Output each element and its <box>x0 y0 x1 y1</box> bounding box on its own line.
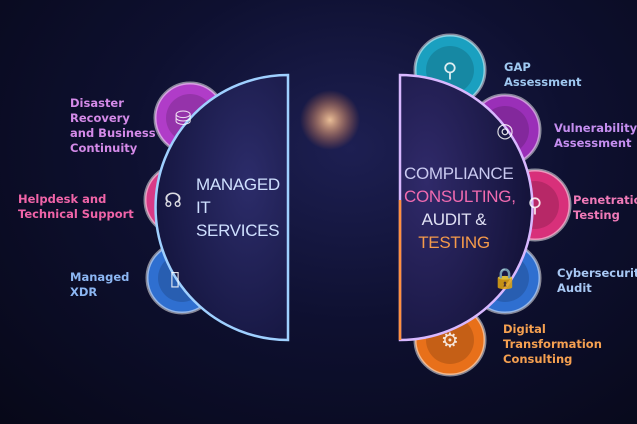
devices-icon: ▯ <box>169 266 181 290</box>
database-sync-icon: ⛁ <box>174 106 192 130</box>
service-label-line: Recovery <box>70 111 130 125</box>
hub-line: MANAGED <box>196 175 280 194</box>
service-label-line: Disaster <box>70 96 124 110</box>
service-label-line: Continuity <box>70 141 138 155</box>
service-label-line: Vulnerability <box>554 121 637 135</box>
service-label-line: Testing <box>573 208 620 222</box>
service-label-line: Cybersecurity <box>557 266 637 280</box>
hub-line: SERVICES <box>196 221 280 240</box>
hub-line: AUDIT & <box>421 210 487 229</box>
lock-network-icon: 🔒 <box>492 266 518 290</box>
service-label-line: Digital Transformation <box>503 322 602 351</box>
firewall-search-icon: ⚲ <box>527 193 543 217</box>
right-hub-shape <box>398 73 534 342</box>
hub-line: COMPLIANCE <box>404 164 514 183</box>
left-hub-title: MANAGED IT SERVICES <box>196 173 280 242</box>
left-hub-shape <box>154 73 290 342</box>
service-label-line: Helpdesk and <box>18 192 107 206</box>
center-light-flare <box>300 90 360 150</box>
service-label-line: Assessment <box>504 75 582 89</box>
hub-line: TESTING <box>418 233 490 252</box>
service-label: PenetrationTesting <box>573 193 637 223</box>
service-label-line: Audit <box>557 281 592 295</box>
service-label-line: Consulting <box>503 352 573 366</box>
gear-circuit-icon: ⚙ <box>441 328 459 352</box>
service-label-line: Assessment <box>554 136 632 150</box>
service-label-line: GAP <box>504 60 531 74</box>
headset-support-icon: ☊ <box>164 188 182 212</box>
service-label-line: Technical Support <box>18 207 134 221</box>
brain-search-icon: ⚲ <box>442 58 458 82</box>
service-label-line: XDR <box>70 285 98 299</box>
right-hub-title: COMPLIANCE CONSULTING, AUDIT & TESTING <box>404 162 516 254</box>
shield-target-icon: ◎ <box>496 118 514 142</box>
hub-line: IT <box>196 198 211 217</box>
service-label-line: and Business <box>70 126 156 140</box>
service-label-line: Managed <box>70 270 130 284</box>
hub-line: CONSULTING, <box>404 187 516 206</box>
service-label-line: Penetration <box>573 193 637 207</box>
service-label: CybersecurityAudit <box>557 266 637 296</box>
